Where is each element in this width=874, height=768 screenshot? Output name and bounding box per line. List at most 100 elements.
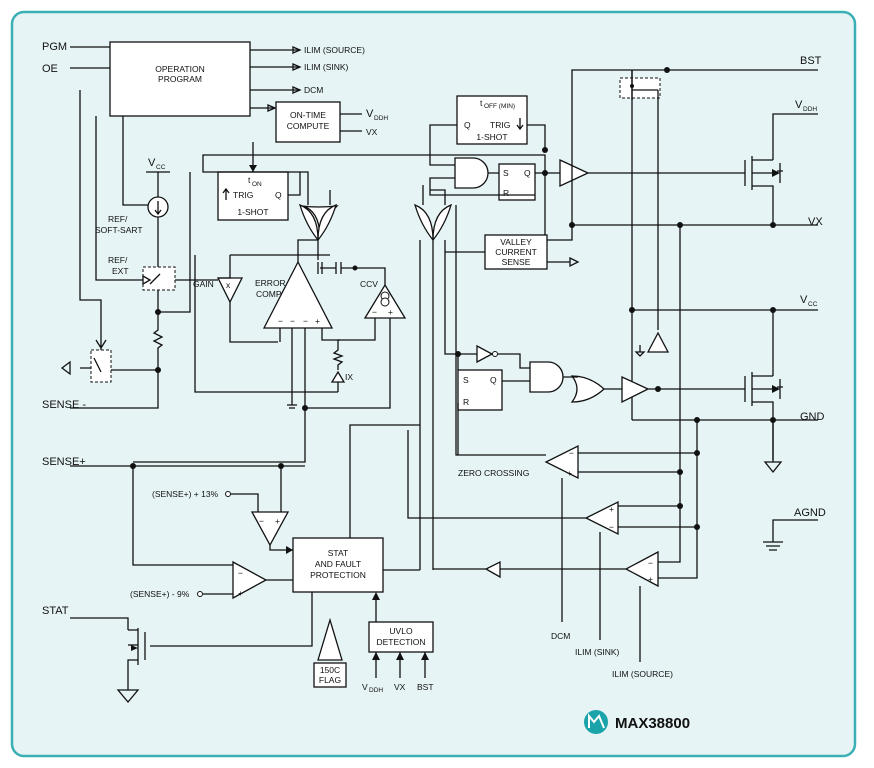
ov-plus: +: [275, 516, 280, 526]
sense-plus-13: (SENSE+) + 13%: [152, 489, 219, 499]
stat-open-drain-mosfet: [70, 617, 146, 704]
pin-vcc-left: V: [148, 157, 156, 169]
pin-sense-minus: SENSE -: [42, 399, 86, 411]
toff-oneshot: 1-SHOT: [476, 132, 507, 142]
ontime-vddh: V: [366, 108, 374, 120]
ref-softstart-2: SOFT-SART: [95, 225, 143, 235]
bottom-ilim-sink: ILIM (SINK): [575, 647, 620, 657]
pin-vddh-sub: DDH: [803, 106, 817, 113]
pin-pgm: PGM: [42, 41, 67, 53]
ton-t: t: [248, 175, 251, 185]
err-m2: −: [290, 316, 295, 326]
ccv-minus: −: [372, 307, 377, 317]
srbot-q: Q: [490, 375, 497, 385]
sr-latch-bottom: [457, 369, 503, 411]
source-buffer: [484, 560, 501, 579]
out-ilim-source: ILIM (SOURCE): [304, 45, 365, 55]
ccv-label: CCV: [360, 279, 378, 289]
ref-ext-1: REF/: [108, 255, 128, 265]
toff-t: t: [480, 98, 483, 108]
high-side-mosfet: [744, 156, 783, 225]
srtop-q: Q: [524, 168, 531, 178]
stat-label-2: AND FAULT: [315, 559, 361, 569]
ontime-label-2: COMPUTE: [287, 121, 330, 131]
sr-latch-top: [498, 163, 536, 201]
err-m3: −: [303, 316, 308, 326]
zc-minus: −: [569, 448, 574, 458]
ix-label: IX: [345, 372, 353, 382]
ontime-vx: VX: [366, 127, 378, 137]
srtop-r: R: [503, 188, 509, 198]
thermal-flag-block: [313, 662, 347, 688]
toff-q: Q: [464, 120, 471, 130]
pin-sense-plus: SENSE+: [42, 456, 86, 468]
zero-crossing-comparator: [544, 444, 579, 480]
srbot-r: R: [463, 397, 469, 407]
srtop-s: S: [503, 168, 509, 178]
sense-select-switch: [90, 349, 112, 383]
error-comparator: [262, 260, 334, 329]
valley-current-sense-block: VALLEY CURRENT SENSE: [484, 234, 548, 270]
operation-program-block: OPERATION PROGRAM: [109, 41, 251, 117]
ref-ext-2: EXT: [112, 266, 129, 276]
ton-one-shot-block: t ON TRIG Q 1-SHOT: [217, 171, 289, 221]
flag-label-2: FLAG: [319, 675, 341, 685]
op-program-label-1: OPERATION: [155, 64, 204, 74]
uvlo-bst: BST: [417, 682, 434, 692]
uvlo-detection-block: UVLO DETECTION: [368, 621, 434, 653]
ccv-plus: +: [388, 307, 393, 317]
out-ilim-sink: ILIM (SINK): [304, 62, 349, 72]
source-minus: −: [648, 558, 653, 568]
error-comp-2: COMP: [256, 289, 282, 299]
pin-vcc-right: V: [800, 294, 808, 306]
sense-minus-9: (SENSE+) - 9%: [130, 589, 190, 599]
ref-softstart-1: REF/: [108, 214, 128, 224]
maxim-logo: [584, 710, 608, 734]
pin-vx: VX: [808, 216, 823, 228]
and-gate-bottom: [529, 361, 564, 393]
uv-minus: −: [238, 568, 243, 578]
gain-x: x: [226, 280, 231, 290]
ref-select-switch: [142, 266, 176, 291]
high-side-driver: [559, 158, 590, 188]
uv-plus: +: [238, 588, 243, 598]
pin-vcc-right-sub: CC: [808, 301, 818, 308]
valley-label-2: CURRENT: [495, 247, 537, 257]
out-dcm: DCM: [304, 85, 323, 95]
pin-agnd: AGND: [794, 507, 826, 519]
uvlo-vx: VX: [394, 682, 406, 692]
toff-one-shot-block: t OFF (MIN) Q TRIG 1-SHOT: [456, 95, 528, 145]
pin-vcc-left-sub: CC: [156, 164, 166, 171]
gain-label: GAIN: [193, 279, 214, 289]
uvlo-label-2: DETECTION: [376, 637, 425, 647]
error-comp-1: ERROR: [255, 278, 286, 288]
pin-vddh: V: [795, 99, 803, 111]
pin-oe: OE: [42, 63, 58, 75]
ov-comparator: [250, 511, 290, 547]
bottom-dcm: DCM: [551, 631, 570, 641]
and-gate-top: [454, 157, 489, 189]
sink-minus: −: [609, 522, 614, 532]
err-m1: −: [278, 316, 283, 326]
uv-comparator: [232, 560, 268, 600]
ontime-label-1: ON-TIME: [290, 110, 326, 120]
op-program-label-2: PROGRAM: [158, 74, 202, 84]
uvlo-label-1: UVLO: [389, 626, 413, 636]
ton-oneshot: 1-SHOT: [237, 207, 268, 217]
bst-comparator: [646, 331, 670, 353]
uvlo-vddh: V: [362, 682, 368, 692]
toff-trig: TRIG: [490, 120, 510, 130]
stat-label-3: PROTECTION: [310, 570, 366, 580]
ton-q: Q: [275, 190, 282, 200]
or-gate-bottom: [570, 375, 605, 403]
stat-label-1: STAT: [328, 548, 348, 558]
on-time-compute-block: ON-TIME COMPUTE: [275, 101, 341, 143]
valley-label-3: SENSE: [502, 257, 531, 267]
pin-gnd: GND: [800, 411, 825, 423]
ton-trig: TRIG: [233, 190, 253, 200]
valley-label-1: VALLEY: [500, 237, 532, 247]
chip-name: MAX38800: [615, 715, 690, 732]
pin-bst: BST: [800, 55, 822, 67]
ov-minus: −: [259, 516, 264, 526]
